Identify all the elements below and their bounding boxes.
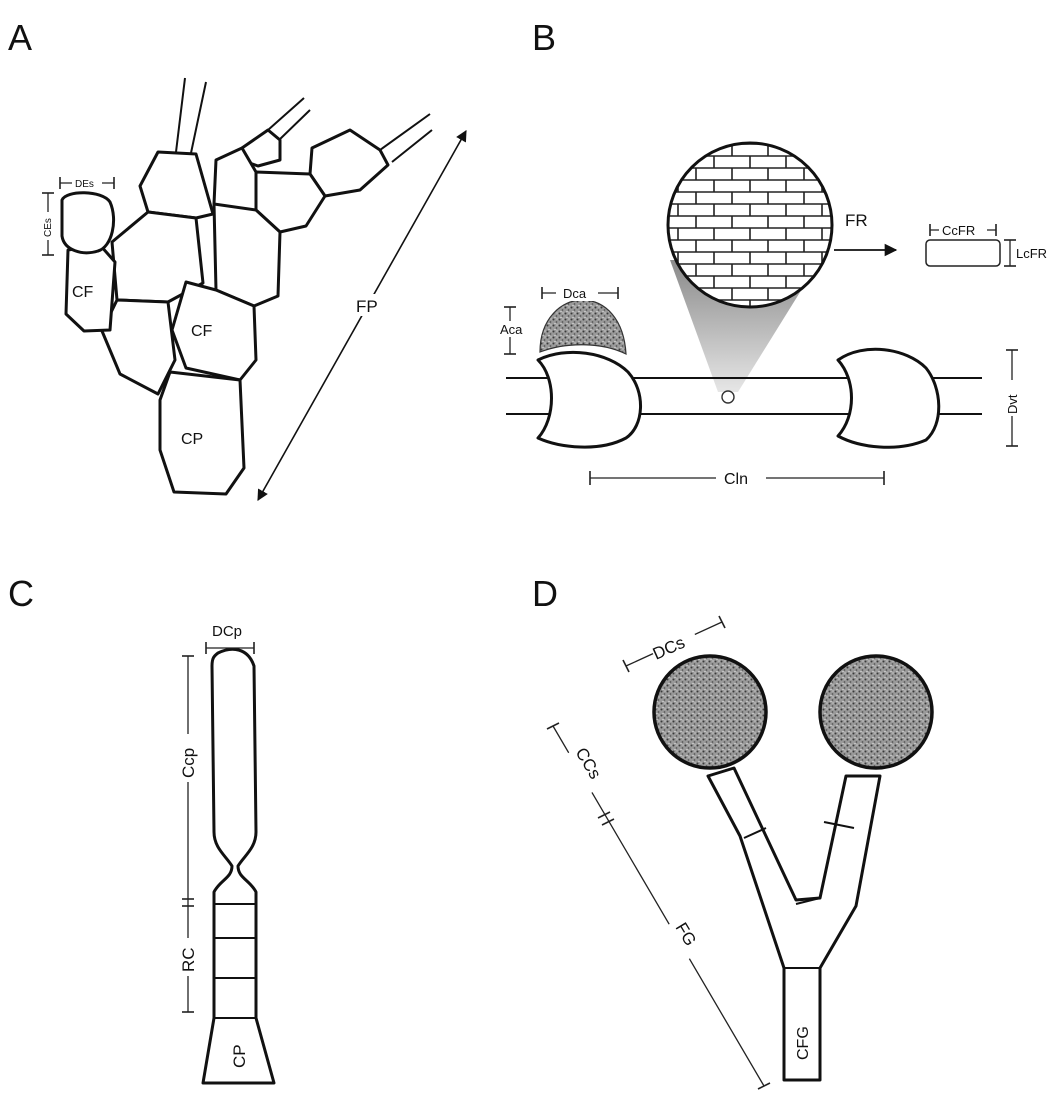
label-fp: FP xyxy=(356,297,378,316)
label-dcp: DCp xyxy=(212,623,242,640)
brick-sphere xyxy=(668,143,832,307)
label-cf-right: CF xyxy=(191,323,213,340)
label-ccfr: CcFR xyxy=(942,223,975,238)
panel-b-letter: B xyxy=(532,17,556,58)
panel-b: B FR CcFR LcFR xyxy=(498,17,1047,488)
pore-icon xyxy=(722,391,734,403)
label-cfg: CFG xyxy=(795,1026,812,1060)
panel-d-letter: D xyxy=(532,573,558,614)
label-lcfr: LcFR xyxy=(1016,246,1047,261)
panel-c-letter: C xyxy=(8,573,34,614)
brick-unit xyxy=(926,240,1000,266)
panel-a-letter: A xyxy=(8,17,32,58)
dca-measure: Dca xyxy=(542,285,618,301)
ccfr-measure: CcFR xyxy=(930,222,996,238)
label-cf-left: CF xyxy=(72,284,94,301)
label-cln: Cln xyxy=(724,471,748,488)
des-measure: DEs xyxy=(60,176,114,190)
gametangial-filament xyxy=(654,656,932,1080)
aca-measure: Aca xyxy=(498,307,528,354)
paraphysis xyxy=(203,649,274,1083)
sporangium-left xyxy=(654,656,766,768)
label-cp: CP xyxy=(181,431,203,448)
sporangium-right xyxy=(820,656,932,768)
cln-measure: Cln xyxy=(590,468,884,488)
label-cp-c: CP xyxy=(230,1044,249,1068)
panel-d: D CFG DCs CCs FG xyxy=(532,573,932,1089)
panel-c: C CP DCp Ccp RC xyxy=(8,573,274,1083)
label-fr: FR xyxy=(845,211,868,230)
label-dca: Dca xyxy=(563,286,587,301)
panel-a: A CF CF CP xyxy=(8,17,466,500)
label-aca: Aca xyxy=(500,322,523,337)
label-rc: RC xyxy=(179,947,198,972)
lcfr-measure: LcFR xyxy=(1004,240,1047,266)
label-ces: CEs xyxy=(43,218,54,237)
ces-measure: CEs xyxy=(41,193,55,255)
left-terminal-branch xyxy=(62,193,115,331)
dvt-measure: Dvt xyxy=(1004,350,1020,446)
apical-cap xyxy=(540,300,626,354)
label-dvt: Dvt xyxy=(1005,394,1020,414)
label-des: DEs xyxy=(75,179,94,190)
label-ccp: Ccp xyxy=(179,748,198,778)
